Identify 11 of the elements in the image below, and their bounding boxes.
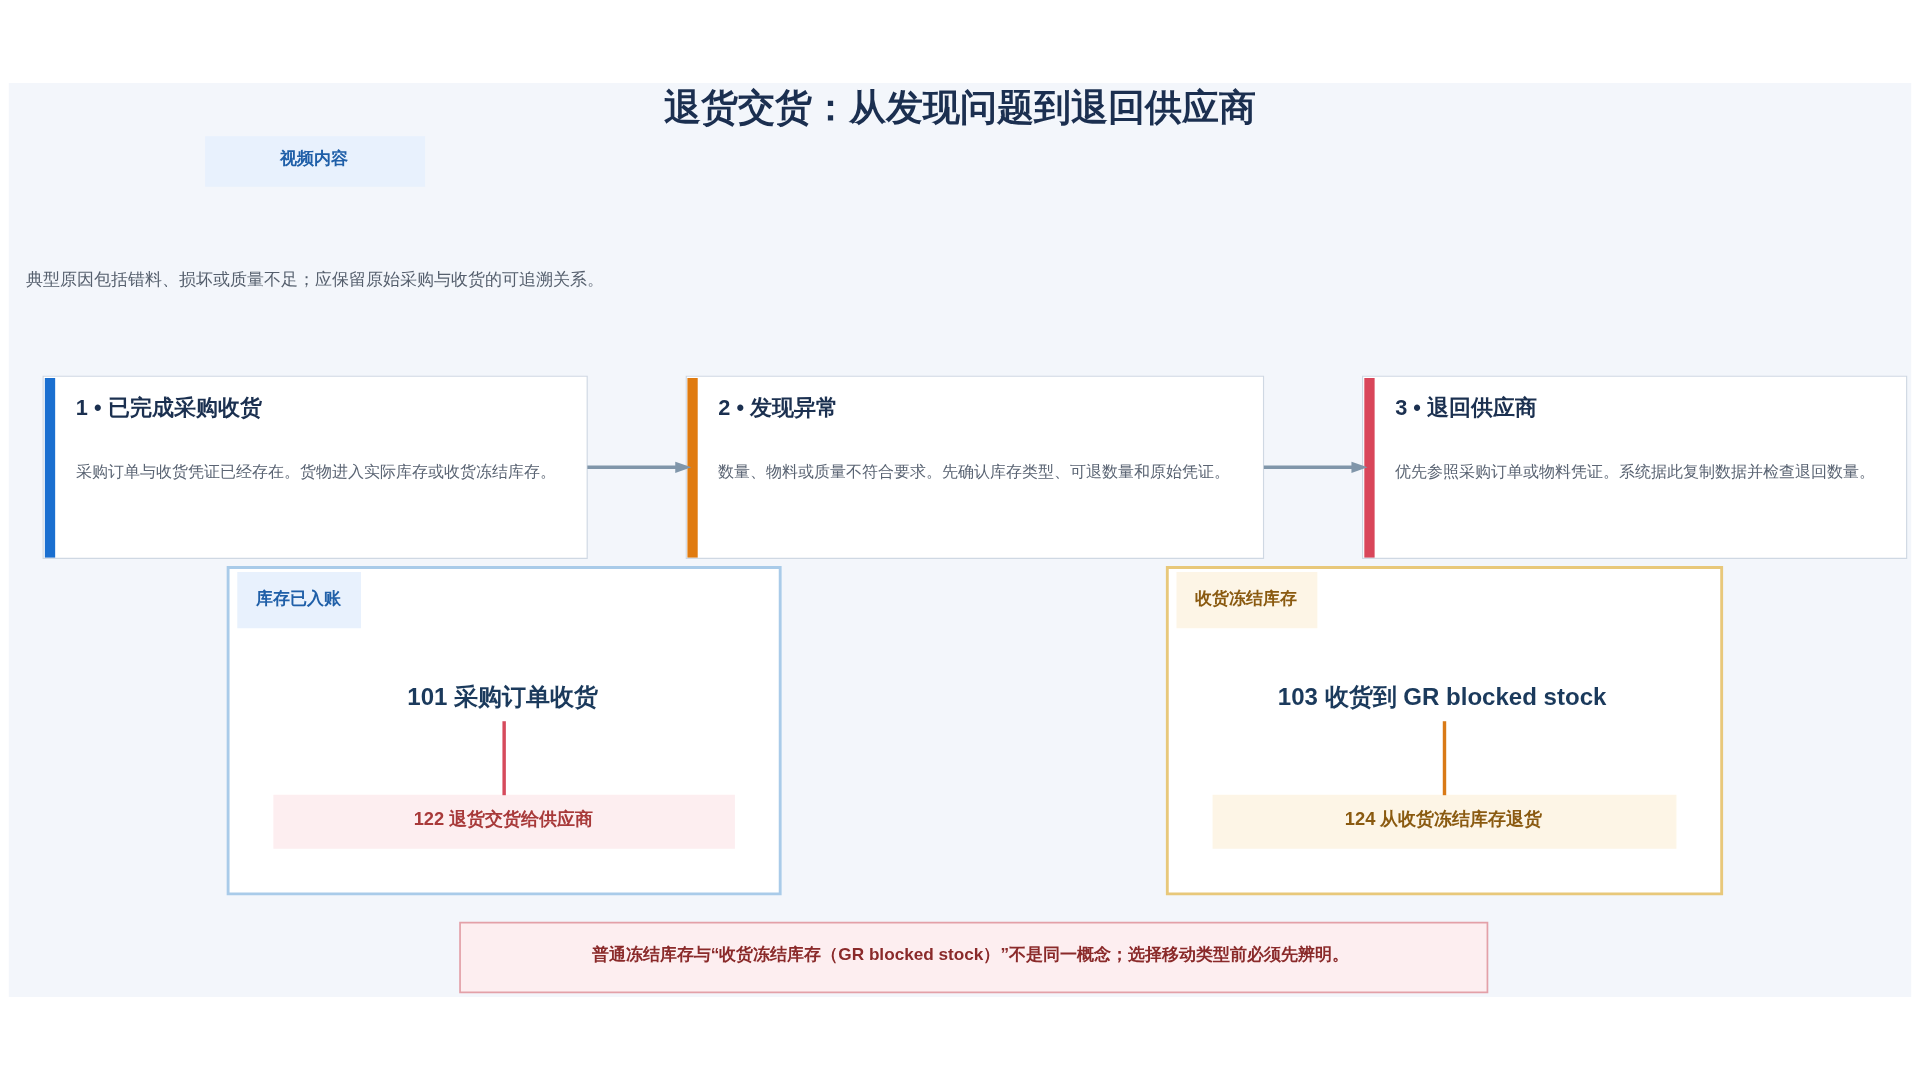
label: 典型原因包括错料、损坏或质量不足；应保留原始采购与收货的可追溯关系。 [26, 269, 605, 290]
node-box: 124 从收货冻结库存退货 [1212, 794, 1677, 849]
node-text: 101 采购订单收货 [407, 682, 599, 710]
node-box: 普通冻结库存与“收货冻结库存（GR blocked stock）”不是同一概念；选择移动类型前必须先辨明。 [459, 921, 1489, 994]
arrow [587, 461, 692, 473]
connector [502, 721, 506, 796]
connector [1442, 721, 1447, 796]
diagram-title: 退货交货：从发现问题到退回供应商 [663, 87, 1256, 129]
node-box: 122 退货交货给供应商 [273, 794, 735, 849]
arrow [1263, 461, 1368, 473]
node-text: 103 收货到 GR blocked stock [1277, 682, 1607, 710]
